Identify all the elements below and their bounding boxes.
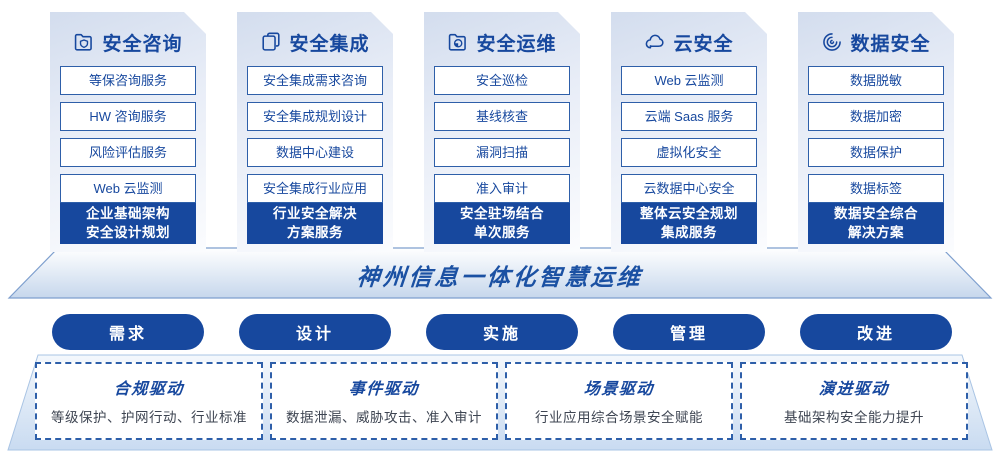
service-item: Web 云监测 <box>60 174 196 203</box>
process-step-design: 设计 <box>239 314 391 350</box>
card-header: 数据安全 <box>798 28 954 56</box>
process-step-management: 管理 <box>613 314 765 350</box>
card-security-operations: 安全运维 安全巡检 基线核查 漏洞扫描 准入审计 安全驻场结合 单次服务 <box>424 12 580 252</box>
card-footer-line: 单次服务 <box>474 224 530 240</box>
card-footer-line: 安全驻场结合 <box>460 205 544 221</box>
process-step-demand: 需求 <box>52 314 204 350</box>
driver-desc: 行业应用综合场景安全赋能 <box>535 410 703 425</box>
card-header: 安全集成 <box>237 28 393 56</box>
card-title: 数据安全 <box>850 33 931 55</box>
driver-title: 场景驱动 <box>583 381 655 398</box>
driver-box-incident: 事件驱动 数据泄漏、威胁攻击、准入审计 <box>270 362 498 440</box>
service-item: 云端 Saas 服务 <box>621 102 757 131</box>
card-header: 云安全 <box>611 28 767 56</box>
card-footer-line: 企业基础架构 <box>86 205 170 221</box>
cloud-icon <box>646 34 665 49</box>
service-item: 安全集成行业应用 <box>247 174 383 203</box>
process-step-improvement: 改进 <box>800 314 952 350</box>
card-footer: 行业安全解决 方案服务 <box>247 203 383 244</box>
service-item: 基线核查 <box>434 102 570 131</box>
driver-box-evolution: 演进驱动 基础架构安全能力提升 <box>740 362 968 440</box>
service-item: 云数据中心安全 <box>621 174 757 203</box>
driver-title: 事件驱动 <box>348 381 420 398</box>
service-item: HW 咨询服务 <box>60 102 196 131</box>
service-item: 数据标签 <box>808 174 944 203</box>
service-item: 等保咨询服务 <box>60 66 196 95</box>
card-footer-line: 解决方案 <box>848 224 904 240</box>
driver-desc: 基础架构安全能力提升 <box>784 410 924 425</box>
driver-title: 合规驱动 <box>113 381 185 398</box>
card-items: 安全巡检 基线核查 漏洞扫描 准入审计 <box>424 66 580 203</box>
card-title: 云安全 <box>673 33 734 55</box>
card-items: 安全集成需求咨询 安全集成规划设计 数据中心建设 安全集成行业应用 <box>237 66 393 203</box>
service-item: 风险评估服务 <box>60 138 196 167</box>
card-header: 安全运维 <box>424 28 580 56</box>
driver-box-compliance: 合规驱动 等级保护、护网行动、行业标准 <box>35 362 263 440</box>
service-item: 数据中心建设 <box>247 138 383 167</box>
card-data-security: 数据安全 数据脱敏 数据加密 数据保护 数据标签 数据安全综合 解决方案 <box>798 12 954 252</box>
card-security-integration: 安全集成 安全集成需求咨询 安全集成规划设计 数据中心建设 安全集成行业应用 行… <box>237 12 393 252</box>
driver-box-scenario: 场景驱动 行业应用综合场景安全赋能 <box>505 362 733 440</box>
card-footer: 数据安全综合 解决方案 <box>808 203 944 244</box>
driver-title: 演进驱动 <box>818 381 890 398</box>
card-cloud-security: 云安全 Web 云监测 云端 Saas 服务 虚拟化安全 云数据中心安全 整体云… <box>611 12 767 252</box>
card-footer-line: 方案服务 <box>287 224 343 240</box>
card-footer-line: 安全设计规划 <box>86 224 170 240</box>
card-footer: 整体云安全规划 集成服务 <box>621 203 757 244</box>
card-header: 安全咨询 <box>50 28 206 56</box>
folder-shield-icon <box>75 33 93 51</box>
service-item: 数据脱敏 <box>808 66 944 95</box>
driver-desc: 数据泄漏、威胁攻击、准入审计 <box>286 410 482 425</box>
card-footer: 企业基础架构 安全设计规划 <box>60 203 196 244</box>
service-item: Web 云监测 <box>621 66 757 95</box>
service-item: 漏洞扫描 <box>434 138 570 167</box>
card-items: Web 云监测 云端 Saas 服务 虚拟化安全 云数据中心安全 <box>611 66 767 203</box>
service-item: 安全巡检 <box>434 66 570 95</box>
card-title: 安全集成 <box>289 33 370 55</box>
card-title: 安全运维 <box>476 33 557 55</box>
card-footer-line: 整体云安全规划 <box>640 205 738 221</box>
folder-gauge-icon <box>449 33 467 51</box>
service-item: 数据保护 <box>808 138 944 167</box>
documents-icon <box>262 32 281 51</box>
banner-title: 神州信息一体化智慧运维 <box>355 264 644 290</box>
card-title: 安全咨询 <box>102 33 183 55</box>
card-footer-line: 数据安全综合 <box>834 205 918 221</box>
fingerprint-icon <box>823 33 842 51</box>
card-items: 数据脱敏 数据加密 数据保护 数据标签 <box>798 66 954 203</box>
card-footer-line: 集成服务 <box>661 224 717 240</box>
driver-desc: 等级保护、护网行动、行业标准 <box>51 410 247 425</box>
service-item: 安全集成规划设计 <box>247 102 383 131</box>
service-item: 虚拟化安全 <box>621 138 757 167</box>
card-security-consulting: 安全咨询 等保咨询服务 HW 咨询服务 风险评估服务 Web 云监测 企业基础架… <box>50 12 206 252</box>
service-item: 数据加密 <box>808 102 944 131</box>
service-item: 准入审计 <box>434 174 570 203</box>
card-footer: 安全驻场结合 单次服务 <box>434 203 570 244</box>
service-item: 安全集成需求咨询 <box>247 66 383 95</box>
process-step-implementation: 实施 <box>426 314 578 350</box>
card-footer-line: 行业安全解决 <box>273 205 357 221</box>
card-items: 等保咨询服务 HW 咨询服务 风险评估服务 Web 云监测 <box>50 66 206 203</box>
